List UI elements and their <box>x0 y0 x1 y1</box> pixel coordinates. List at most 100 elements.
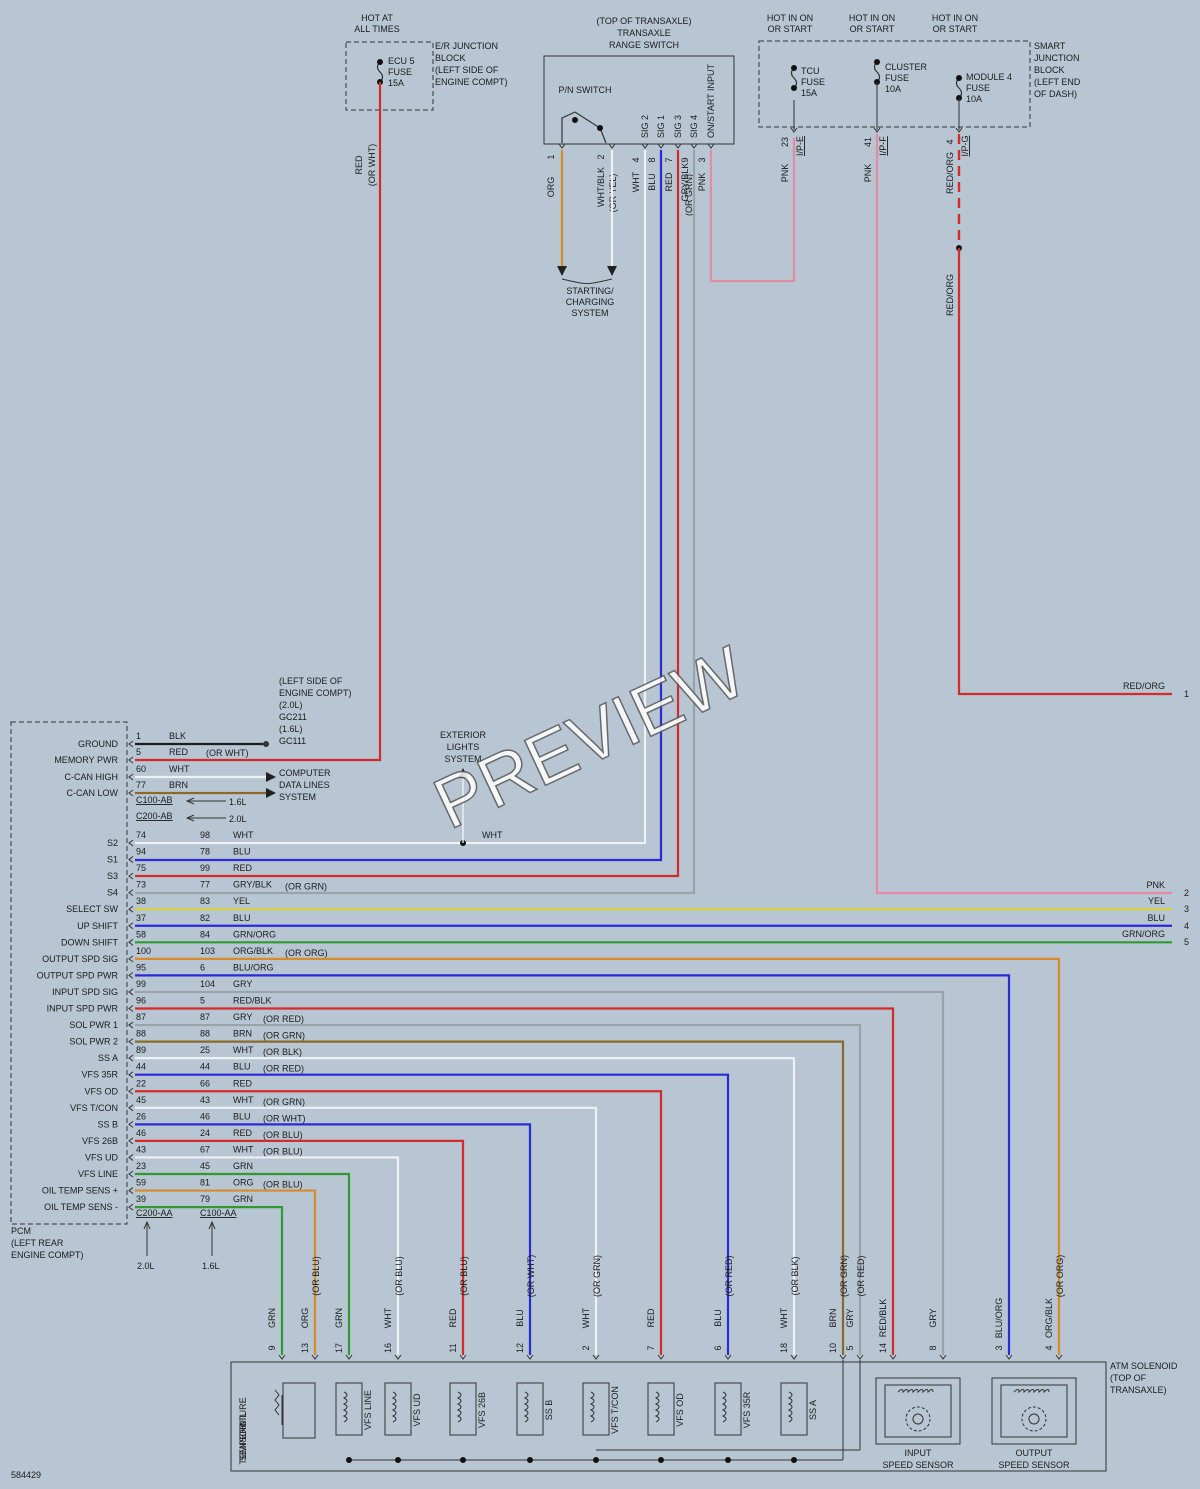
pcm-wire-color-24: GRN <box>233 1161 253 1171</box>
wire-right-pnk <box>875 134 1172 895</box>
pcm-pin-name-2: C-CAN HIGH <box>65 772 119 782</box>
pcm-wire-color-15: GRY <box>233 1012 252 1022</box>
pcm-wire-alt-23: (OR BLU) <box>263 1146 303 1156</box>
atm-solenoid-label: TRANSAXLE) <box>1110 1385 1167 1395</box>
atm-pin-color-15: ORG/BLK <box>1044 1298 1054 1338</box>
figure-id: 584429 <box>11 1470 41 1480</box>
atm-connector-mark <box>790 1354 798 1360</box>
pcm-wire-color-10: GRN/ORG <box>233 929 276 939</box>
pcm-pin-name-14: INPUT SPD PWR <box>47 1004 119 1014</box>
atm-pin-number-7: 7 <box>646 1345 656 1350</box>
pcm-connector-mark <box>128 1071 134 1079</box>
pcm-wire-color-12: BLU/ORG <box>233 962 274 972</box>
hot-in-run-label-1: OR START <box>850 24 895 34</box>
pn-pin-color-0: ORG <box>546 177 556 198</box>
atm-pin-number-8: 6 <box>713 1345 723 1350</box>
solenoid-coil-7 <box>787 1391 793 1423</box>
atm-pin-alt-6: (OR GRN) <box>592 1255 602 1297</box>
input-speed-sensor-label: INPUT <box>905 1448 933 1458</box>
wire-memory-pwr <box>135 82 382 762</box>
atm-connector-mark <box>311 1354 319 1360</box>
solenoid-ground-splice <box>346 1457 352 1463</box>
atm-pin-number-15: 4 <box>1044 1345 1054 1350</box>
atm-connector-mark <box>856 1354 864 1360</box>
aa-2-0l-label: 2.0L <box>137 1261 155 1271</box>
input-sensor-wheel <box>905 1406 931 1432</box>
pcm-connector-mark <box>128 1087 134 1095</box>
range-switch-frame <box>543 55 735 145</box>
range-pin-name-2: SIG 3 <box>673 115 683 138</box>
fuse-terminal <box>791 85 797 91</box>
starting-arrow <box>557 266 567 276</box>
pn-pin-number-1: 2 <box>596 154 606 159</box>
range-or-grn-note: (OR GRN) <box>684 174 694 216</box>
range-pin-name-1: SIG 1 <box>656 115 666 138</box>
c100-ab-label: C100-AB <box>136 795 173 805</box>
oil-temp-sensor-label: SENSOR <box>238 1422 248 1461</box>
atm-solenoid-label: (TOP OF <box>1110 1373 1147 1383</box>
atm-pin-color-2: GRN <box>334 1308 344 1328</box>
pcm-connector-mark <box>128 773 134 781</box>
atm-pin-number-11: 5 <box>845 1345 855 1350</box>
pcm-connector-mark <box>128 955 134 963</box>
pcm-pin-name-4: S2 <box>107 838 118 848</box>
atm-connector-mark <box>345 1354 353 1360</box>
wire-s2 <box>135 150 647 845</box>
pcm-connector-mark <box>128 1137 134 1145</box>
atm-pin-number-6: 2 <box>581 1345 591 1350</box>
solenoid-common-bus <box>349 1360 844 1461</box>
pcm-wire-color-6: RED <box>233 863 253 873</box>
atm-pin-number-14: 3 <box>994 1345 1004 1350</box>
atm-pin-number-1: 13 <box>300 1343 310 1353</box>
atm-pin-alt-11: (OR RED) <box>856 1256 866 1297</box>
er-junction-block <box>345 41 434 111</box>
pcm-pin-name-20: VFS T/CON <box>70 1103 118 1113</box>
atm-pin-color-13: GRY <box>928 1308 938 1327</box>
wire-pcm-to-atm-4 <box>135 1139 465 1355</box>
fuse-terminal <box>874 59 880 65</box>
atm-pin-color-8: BLU <box>713 1309 723 1327</box>
range-pin-color-1: BLU <box>647 173 657 191</box>
pcm-pin-number-b-17: 25 <box>200 1045 210 1055</box>
ab-2-0l-label: 2.0L <box>229 814 247 824</box>
smart-junction-label: JUNCTION <box>1034 53 1080 63</box>
pcm-connector-mark <box>128 872 134 880</box>
pn-pin-color-1: WHT/BLK <box>596 167 606 207</box>
pcm-pin-name-26: OIL TEMP SENS - <box>44 1202 118 1212</box>
wire-pcm-to-atm-3 <box>135 1156 400 1355</box>
pcm-wire-alt-22: (OR BLU) <box>263 1130 303 1140</box>
pcm-connector-mark <box>128 938 134 946</box>
pcm-pin-name-17: SS A <box>98 1053 118 1063</box>
er-junction-label: E/R JUNCTION <box>435 41 498 51</box>
range-pin-name-3: SIG 4 <box>689 115 699 138</box>
hot-in-run-label-2: OR START <box>933 24 978 34</box>
atm-pin-color-11: GRY <box>845 1308 855 1327</box>
pcm-pin-number-b-24: 45 <box>200 1161 210 1171</box>
pcm-pin-name-24: VFS LINE <box>78 1169 118 1179</box>
atm-connector-mark <box>592 1354 600 1360</box>
pcm-connector-mark <box>128 839 134 847</box>
atm-pin-alt-10: (OR GRN) <box>839 1255 849 1297</box>
pcm-pin-number-b-26: 79 <box>200 1194 210 1204</box>
pcm-pin-number-b-8: 83 <box>200 896 210 906</box>
atm-pin-color-1: ORG <box>300 1308 310 1329</box>
aa-1-6l-label: 1.6L <box>202 1261 220 1271</box>
wire-pcm-to-atm-14 <box>135 974 1011 1355</box>
arrow-head <box>143 1220 151 1230</box>
pcm-pin-number-b-21: 46 <box>200 1111 210 1121</box>
ecu5-fuse-label: 15A <box>388 78 404 88</box>
pcm-wire-color-3: BRN <box>169 780 188 790</box>
solenoid-label-0: VFS LINE <box>363 1390 373 1430</box>
atm-pin-alt-8: (OR RED) <box>724 1256 734 1297</box>
pcm-pin-number-b-6: 99 <box>200 863 210 873</box>
pcm-pin-number-b-18: 44 <box>200 1062 210 1072</box>
atm-pin-number-9: 18 <box>779 1343 789 1353</box>
pcm-wire-color-11: ORG/BLK <box>233 946 273 956</box>
range-pin-color-0: WHT <box>631 171 641 192</box>
starting-charging-label: SYSTEM <box>571 308 608 318</box>
exterior-lights-label: SYSTEM <box>444 754 481 764</box>
red-wire-label: (OR WHT) <box>367 144 377 187</box>
pcm-pin-number-7: 73 <box>136 880 146 890</box>
oil-temp-sensor-label: OIL <box>238 1413 248 1428</box>
